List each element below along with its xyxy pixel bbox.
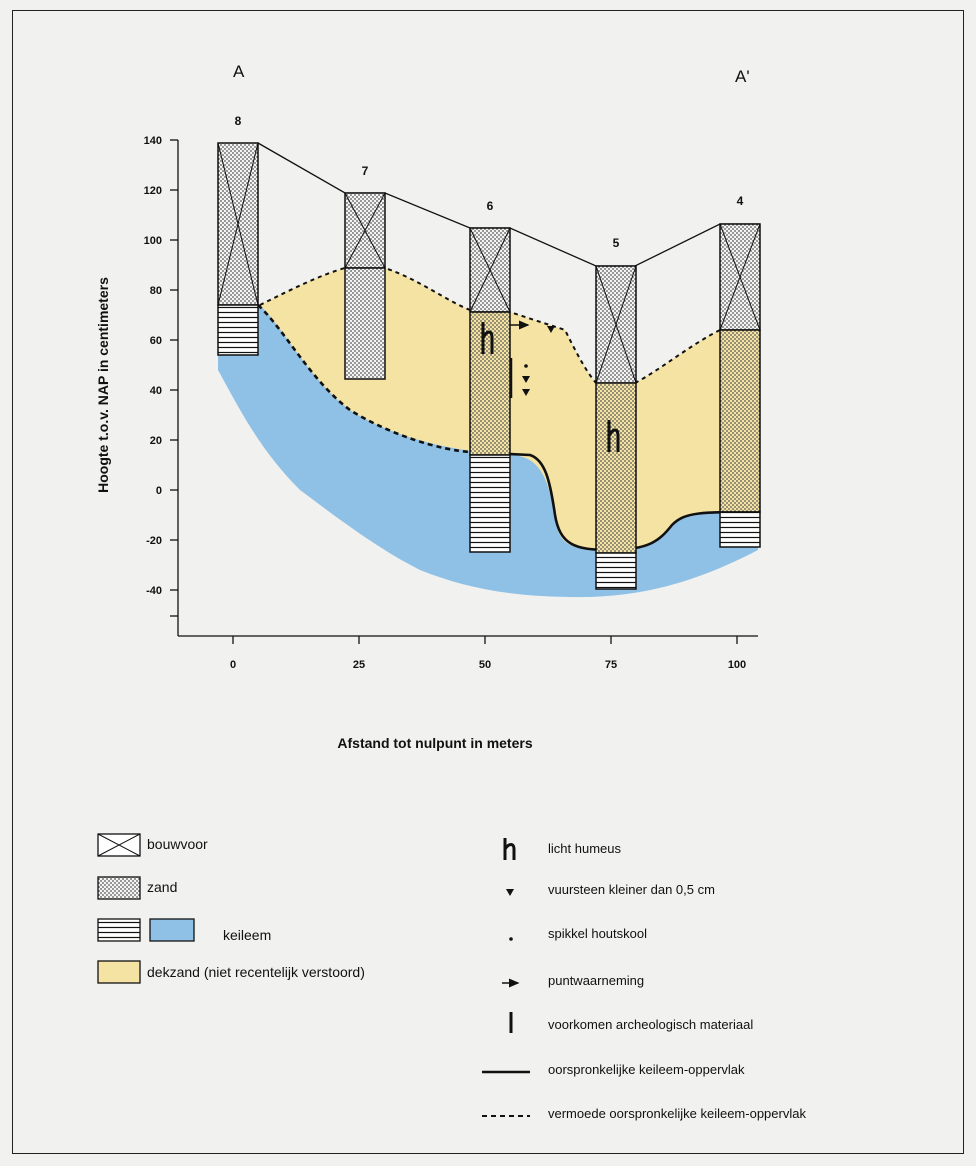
legend-label-vuursteen: vuursteen kleiner dan 0,5 cm bbox=[548, 882, 715, 897]
legend-item-licht-humeus: licht humeus bbox=[503, 838, 621, 860]
borehole-6 bbox=[469, 227, 511, 553]
dekzand-top-dashed bbox=[259, 267, 721, 384]
legend-label-puntwaarneming: puntwaarneming bbox=[548, 973, 644, 988]
y-tick-label: 20 bbox=[150, 435, 162, 447]
borehole-8 bbox=[217, 142, 259, 356]
section-label-start: A bbox=[233, 62, 245, 81]
borehole-label-7: 7 bbox=[362, 164, 369, 178]
x-tick-label: 75 bbox=[605, 659, 617, 671]
x-axis: 0 25 50 75 100 Afstand tot nulpunt in meters bbox=[178, 635, 758, 751]
legend-left: bouwvoor zand keileem dekzand (niet rece… bbox=[97, 833, 365, 984]
legend-item-zand: zand bbox=[97, 876, 177, 900]
legend-item-vermoede-keileem-oppervlak: vermoede oorspronkelijke keileem-oppervl… bbox=[482, 1106, 806, 1121]
legend-label-bouwvoor: bouwvoor bbox=[147, 836, 208, 852]
borehole-label-6: 6 bbox=[487, 199, 494, 213]
legend-label-zand: zand bbox=[147, 879, 177, 895]
x-tick-label: 100 bbox=[728, 659, 746, 671]
y-tick-label: 120 bbox=[144, 185, 162, 197]
vuursteen-icon-1 bbox=[547, 326, 555, 333]
symbol-licht-humeus-6 bbox=[481, 322, 494, 354]
y-tick-label: 140 bbox=[144, 135, 162, 147]
y-tick-label: 80 bbox=[150, 285, 162, 297]
legend-right: licht humeus vuursteen kleiner dan 0,5 c… bbox=[482, 838, 806, 1121]
borehole-label-5: 5 bbox=[613, 236, 620, 250]
vuursteen-icon-3 bbox=[522, 389, 530, 396]
symbol-licht-humeus-5 bbox=[607, 420, 620, 452]
legend-label-keileem: keileem bbox=[223, 927, 271, 943]
legend-item-dekzand: dekzand (niet recentelijk verstoord) bbox=[97, 960, 365, 984]
legend-label-spikkel-houtskool: spikkel houtskool bbox=[548, 926, 647, 941]
legend-item-puntwaarneming: puntwaarneming bbox=[502, 973, 644, 988]
section-label-end: A' bbox=[735, 67, 750, 86]
y-tick-label: -40 bbox=[146, 585, 162, 597]
spikkel-houtskool-icon-1 bbox=[524, 364, 528, 368]
x-tick-label: 50 bbox=[479, 659, 491, 671]
x-axis-label: Afstand tot nulpunt in meters bbox=[337, 735, 532, 751]
spikkel-houtskool-icon bbox=[509, 937, 513, 941]
legend-item-keileem: keileem bbox=[97, 918, 271, 943]
y-tick-label: 0 bbox=[156, 485, 162, 497]
borehole-7 bbox=[344, 192, 386, 380]
legend-label-keileem-oppervlak: oorspronkelijke keileem-oppervlak bbox=[548, 1062, 745, 1077]
legend-item-keileem-oppervlak: oorspronkelijke keileem-oppervlak bbox=[482, 1062, 745, 1077]
x-tick-label: 25 bbox=[353, 659, 365, 671]
keileem-area bbox=[218, 305, 758, 598]
y-tick-label: 40 bbox=[150, 385, 162, 397]
legend-label-dekzand: dekzand (niet recentelijk verstoord) bbox=[147, 964, 365, 980]
vuursteen-icon bbox=[506, 889, 514, 896]
y-axis: 140 120 100 80 60 40 20 0 -20 -40 Hoogte t.o.v. N… bbox=[95, 135, 179, 636]
borehole-4 bbox=[719, 223, 761, 548]
y-tick-label: 100 bbox=[144, 235, 162, 247]
borehole-label-8: 8 bbox=[235, 114, 242, 128]
legend-label-licht-humeus: licht humeus bbox=[548, 841, 621, 856]
figure-frame bbox=[12, 10, 964, 1154]
y-tick-label: 60 bbox=[150, 335, 162, 347]
legend-item-bouwvoor: bouwvoor bbox=[97, 833, 208, 857]
keileem-surface-dashed bbox=[257, 304, 471, 454]
vuursteen-icon-2 bbox=[522, 376, 530, 383]
borehole-label-4: 4 bbox=[737, 194, 744, 208]
legend-item-spikkel-houtskool: spikkel houtskool bbox=[509, 926, 647, 941]
borehole-5 bbox=[595, 265, 637, 590]
licht-humeus-icon bbox=[503, 838, 516, 860]
legend-item-archeologisch-materiaal: voorkomen archeologisch materiaal bbox=[509, 1012, 753, 1033]
x-tick-label: 0 bbox=[230, 659, 236, 671]
y-tick-label: -20 bbox=[146, 535, 162, 547]
y-axis-label: Hoogte t.o.v. NAP in centimeters bbox=[95, 277, 111, 493]
legend-label-archeologisch-materiaal: voorkomen archeologisch materiaal bbox=[548, 1017, 753, 1032]
legend-item-vuursteen: vuursteen kleiner dan 0,5 cm bbox=[506, 882, 715, 897]
legend-label-vermoede-keileem-oppervlak: vermoede oorspronkelijke keileem-oppervl… bbox=[548, 1106, 806, 1121]
